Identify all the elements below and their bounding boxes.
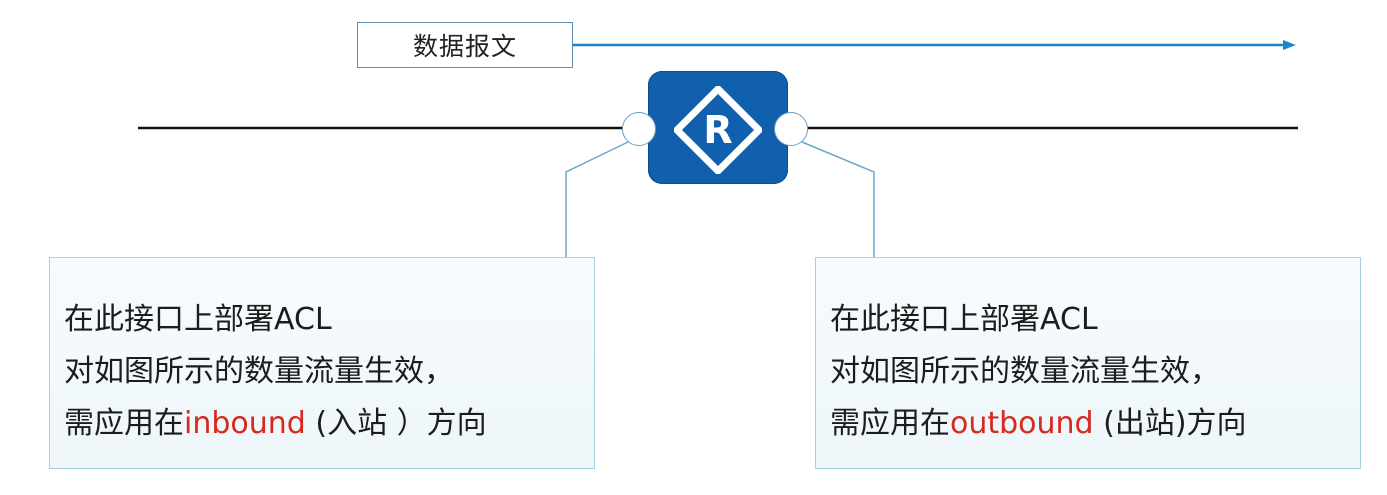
router-letter: R [703,108,732,152]
outbound-note-prefix: 需应用在 [830,406,950,441]
inbound-interface-port [622,112,656,146]
inbound-note-line3: 需应用在inbound (入站 ）方向 [64,398,594,450]
outbound-note: 在此接口上部署ACL 对如图所示的数量流量生效， 需应用在outbound (出… [815,257,1361,469]
outbound-note-line1: 在此接口上部署ACL [830,302,1098,337]
outbound-keyword: outbound [950,406,1094,441]
outbound-note-line2: 对如图所示的数量流量生效， [830,354,1220,389]
inbound-note-line1: 在此接口上部署ACL [64,302,332,337]
inbound-note-prefix: 需应用在 [64,406,184,441]
inbound-callout-line [565,141,629,258]
packet-label-text: 数据报文 [412,32,517,61]
inbound-keyword: inbound [184,406,306,441]
outbound-callout-line [801,141,875,258]
outbound-interface-port [774,112,808,146]
packet-label: 数据报文 [357,22,573,68]
outbound-note-suffix: (出站)方向 [1093,406,1247,441]
flow-arrow-head [1283,40,1296,50]
inbound-note: 在此接口上部署ACL 对如图所示的数量流量生效， 需应用在inbound (入站… [49,257,595,469]
inbound-note-suffix: (入站 ）方向 [305,406,487,441]
outbound-note-line3: 需应用在outbound (出站)方向 [830,398,1360,450]
inbound-note-line2: 对如图所示的数量流量生效， [64,354,454,389]
router-symbol: R [674,86,762,174]
